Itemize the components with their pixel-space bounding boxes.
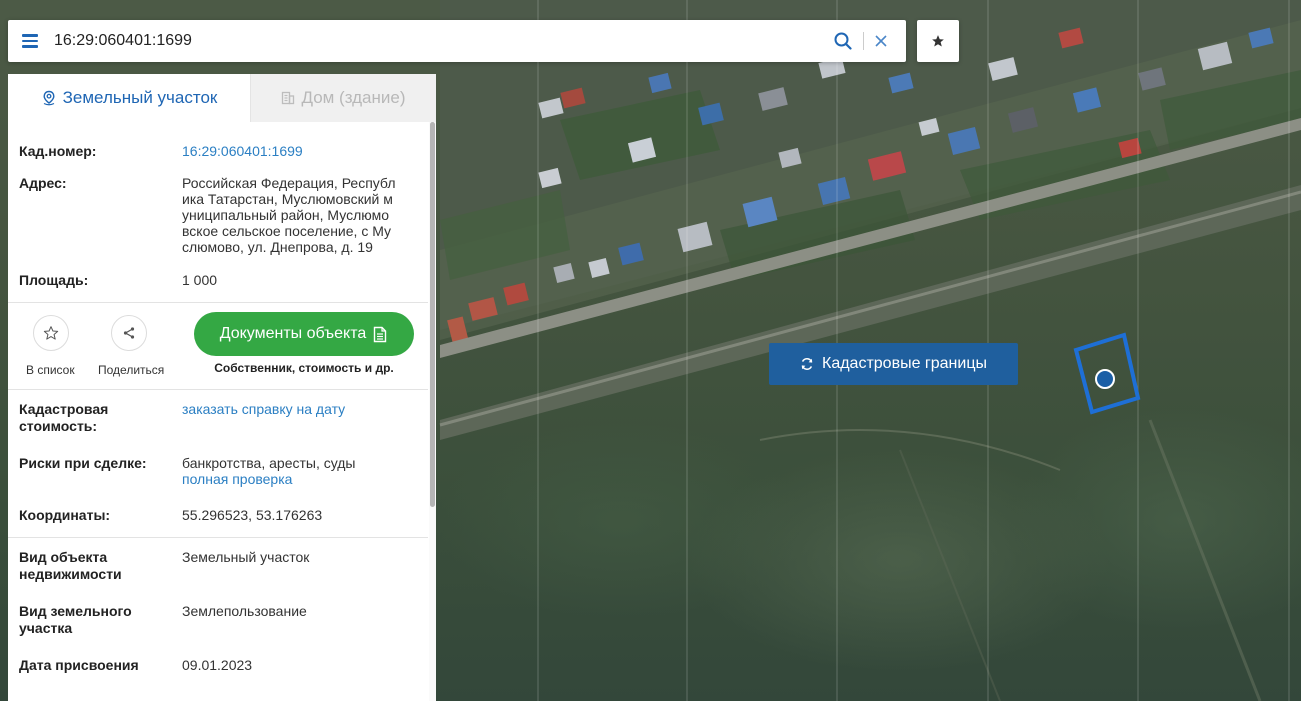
search-button[interactable] (829, 20, 857, 62)
row-object-type: Вид объекта недвижимости Земельный участ… (8, 538, 436, 583)
close-icon (875, 35, 887, 47)
cad-cost-label-line: Кадастровая (19, 401, 109, 417)
row-assign-date: Дата присвоения 09.01.2023 (8, 637, 436, 674)
assign-date-value: 09.01.2023 (182, 657, 253, 673)
tab-house[interactable]: Дом (здание) (250, 74, 436, 122)
land-type-value: Землепользование (182, 603, 307, 619)
object-tabs: Земельный участок Дом (здание) (8, 74, 436, 122)
risks-label: Риски при сделке: (19, 455, 147, 471)
cad-cost-label: Кадастровая стоимость: (19, 401, 182, 435)
object-type-label: Вид объекта недвижимости (19, 549, 182, 583)
documents-label: Документы объекта (219, 325, 367, 342)
search-bar (8, 20, 906, 62)
star-icon (932, 35, 944, 47)
tab-land-plot[interactable]: Земельный участок (8, 74, 250, 122)
address-label: Адрес: (19, 175, 67, 191)
clear-button[interactable] (870, 20, 892, 62)
add-to-list-button[interactable] (33, 315, 69, 351)
divider (8, 537, 428, 538)
land-type-label-line: Вид земельного (19, 603, 132, 619)
divider (8, 302, 428, 303)
land-type-label: Вид земельного участка (19, 603, 182, 637)
object-info-panel: Земельный участок Дом (здание) Кад.номер… (8, 74, 436, 701)
row-land-type: Вид земельного участка Землепользование (8, 583, 436, 637)
documents-button[interactable]: Документы объекта (194, 312, 414, 356)
share-label: Поделиться (98, 363, 165, 377)
order-certificate-link[interactable]: заказать справку на дату (182, 401, 346, 417)
cadastral-borders-label: Кадастровые границы (822, 355, 987, 372)
search-input[interactable] (52, 20, 829, 62)
row-area: Площадь: 1 000 (8, 255, 436, 302)
coords-label: Координаты: (19, 507, 111, 523)
object-details: Кад.номер: 16:29:060401:1699 Адрес: Росс… (8, 122, 436, 674)
share-icon (123, 327, 135, 339)
address-line: слюмово, ул. Днепрова, д. 19 (182, 239, 373, 255)
refresh-icon (801, 358, 813, 370)
object-type-label-line: Вид объекта (19, 549, 108, 565)
address-line: униципальный район, Муслюмо (182, 207, 389, 223)
add-to-list-label: В список (26, 363, 75, 377)
risks-text: банкротства, аресты, суды (182, 455, 356, 471)
address-value: Российская Федерация, Республ ика Татарс… (182, 175, 418, 255)
hamburger-icon (22, 34, 38, 48)
object-type-label-line: недвижимости (19, 566, 122, 582)
documents-subtitle: Собственник, стоимость и др. (214, 361, 394, 375)
address-line: Российская Федерация, Республ (182, 175, 396, 191)
star-outline-icon (43, 326, 59, 340)
full-check-link[interactable]: полная проверка (182, 471, 293, 487)
cad-number-link[interactable]: 16:29:060401:1699 (182, 143, 303, 159)
area-label: Площадь: (19, 272, 89, 288)
row-cad-number: Кад.номер: 16:29:060401:1699 (8, 122, 436, 160)
land-type-label-line: участка (19, 620, 73, 636)
risks-value: банкротства, аресты, суды полная проверк… (182, 455, 418, 487)
favorite-button[interactable] (917, 20, 959, 62)
location-pin-icon (43, 90, 55, 106)
address-line: вское сельское поселение, с Му (182, 223, 392, 239)
scrollbar-thumb[interactable] (430, 122, 435, 507)
search-icon (834, 32, 852, 50)
panel-scrollbar[interactable] (429, 122, 436, 701)
address-line: ика Татарстан, Муслюмовский м (182, 191, 393, 207)
divider (8, 389, 428, 390)
cad-cost-label-line: стоимость: (19, 418, 98, 434)
row-cad-cost: Кадастровая стоимость: заказать справку … (8, 390, 436, 435)
area-value: 1 000 (182, 272, 218, 288)
tab-land-label: Земельный участок (62, 88, 218, 107)
cad-number-label: Кад.номер: (19, 143, 97, 159)
building-icon (282, 91, 295, 105)
cadastral-borders-button[interactable]: Кадастровые границы (769, 343, 1018, 385)
plot-marker[interactable] (1095, 369, 1115, 389)
tab-house-label: Дом (здание) (301, 88, 406, 107)
assign-date-label: Дата присвоения (19, 657, 139, 673)
row-risks: Риски при сделке: банкротства, аресты, с… (8, 435, 436, 487)
row-address: Адрес: Российская Федерация, Республ ика… (8, 160, 436, 255)
search-separator (863, 32, 864, 50)
object-type-value: Земельный участок (182, 549, 310, 565)
object-actions: В список Поделиться Документы объекта (8, 303, 436, 389)
coords-value: 55.296523, 53.176263 (182, 507, 323, 523)
share-button[interactable] (111, 315, 147, 351)
document-icon (374, 326, 387, 342)
menu-button[interactable] (8, 20, 52, 62)
row-coords: Координаты: 55.296523, 53.176263 (8, 487, 436, 537)
